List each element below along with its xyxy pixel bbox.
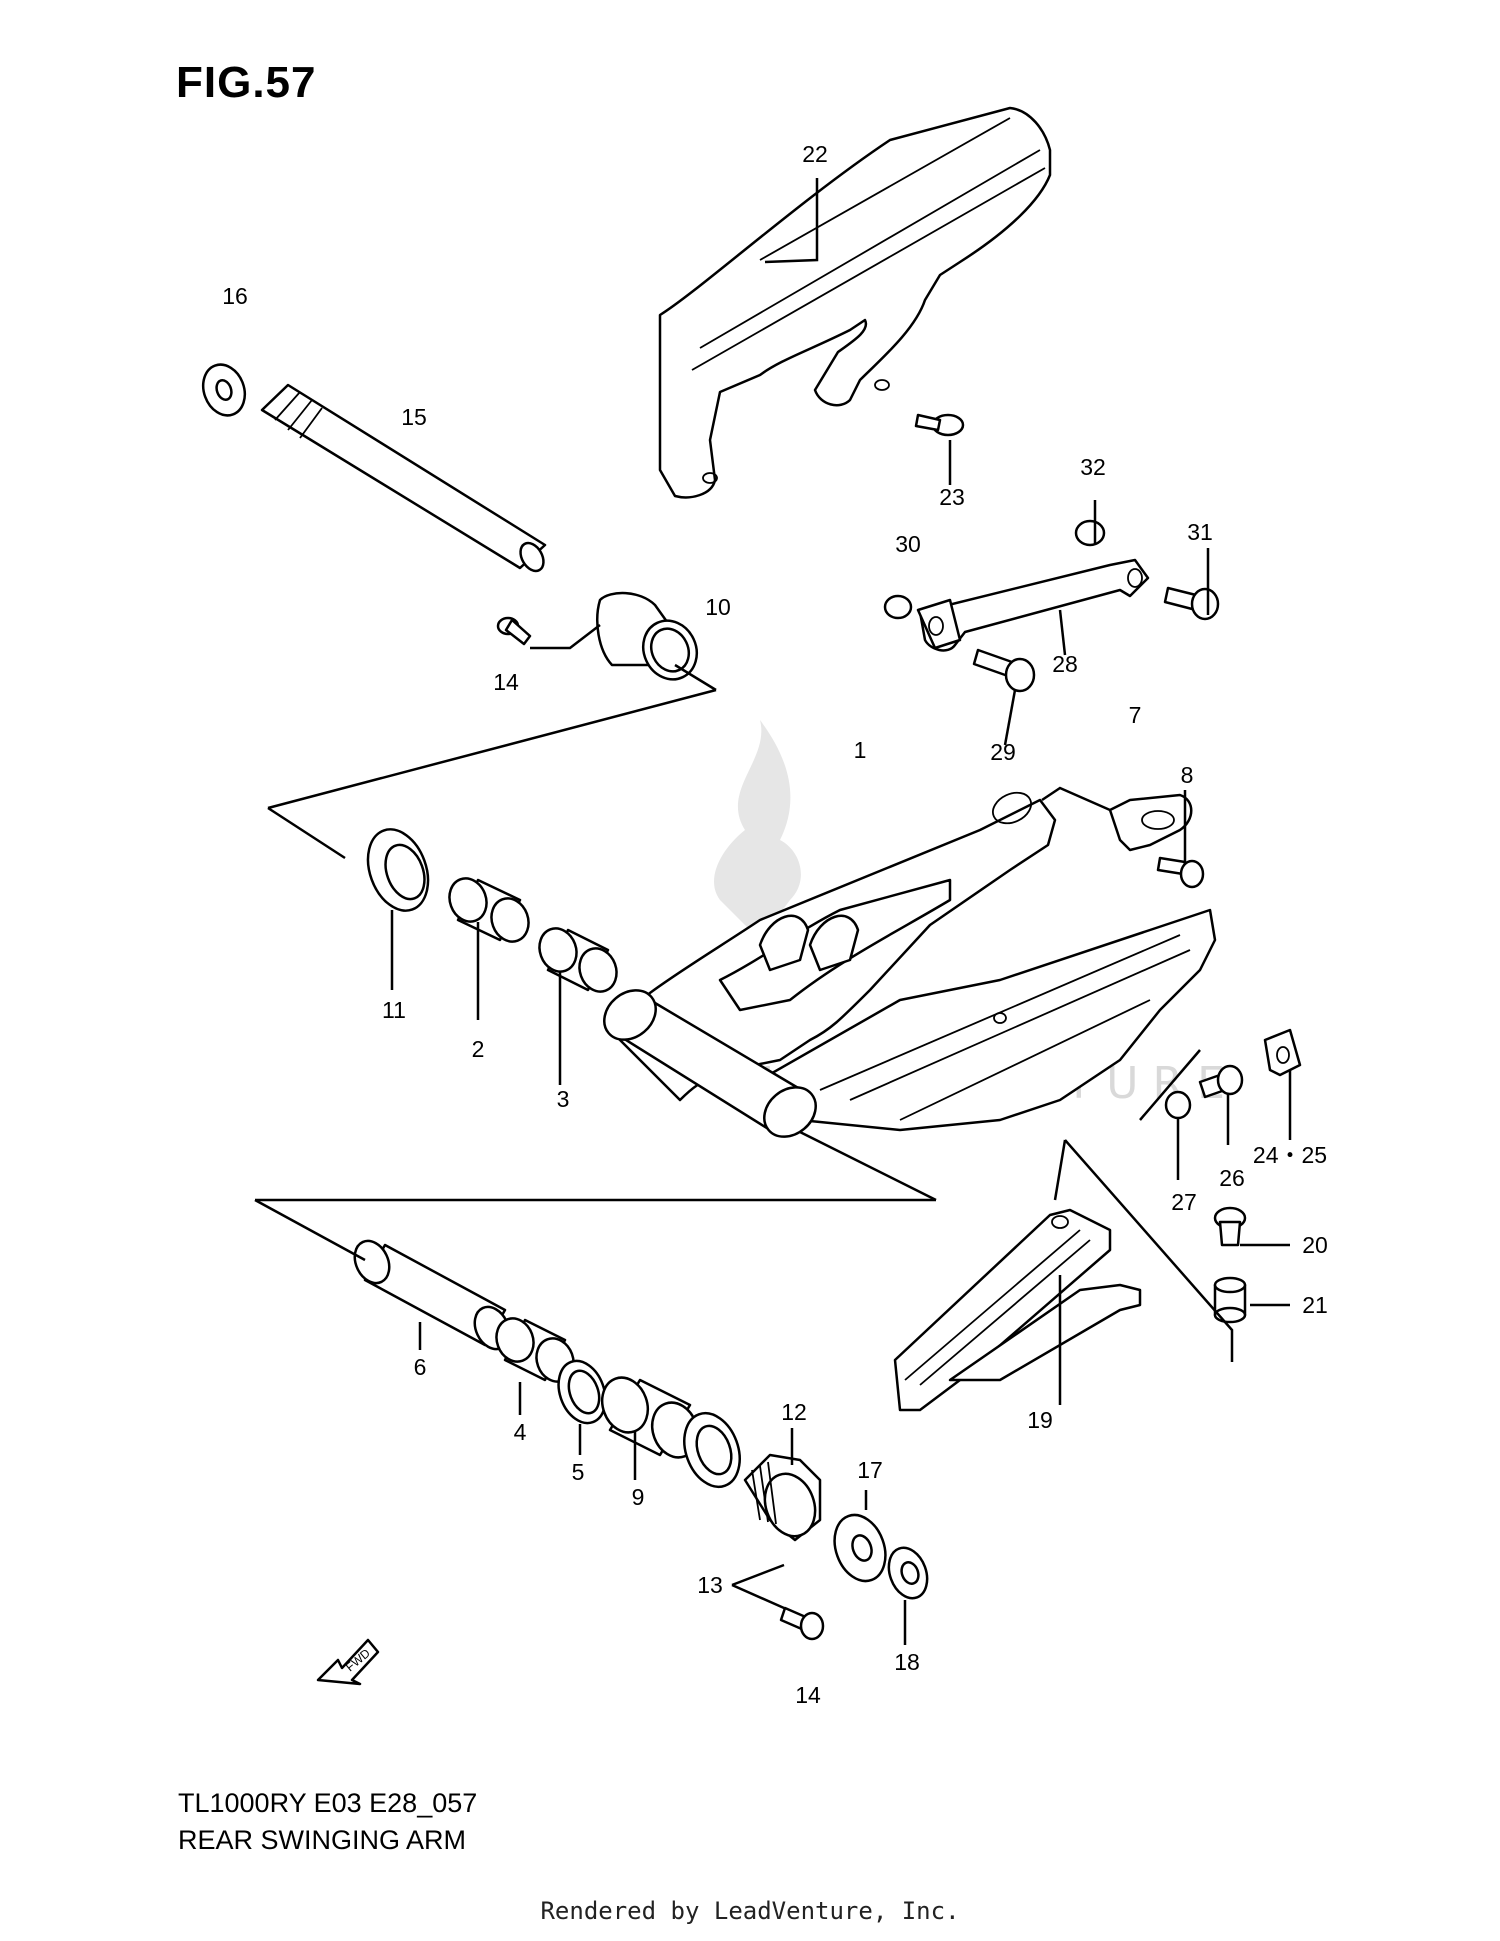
callout-18: 18 (894, 1649, 920, 1675)
spacer-6[interactable] (348, 1235, 516, 1354)
plate-24-25[interactable] (1263, 1028, 1302, 1077)
callout-6: 6 (414, 1354, 427, 1380)
bolt-14-bottom[interactable] (779, 1606, 825, 1641)
callout-8: 8 (1181, 762, 1194, 788)
bolt-8[interactable] (1156, 856, 1205, 889)
callout-28: 28 (1052, 651, 1078, 677)
nut-12[interactable] (743, 1453, 823, 1543)
callout-19: 19 (1027, 1407, 1053, 1433)
callout-14-bottom: 14 (795, 1682, 821, 1708)
fwd-arrow-icon: FWD (316, 1638, 380, 1686)
callout-1: 1 (854, 737, 867, 763)
seal-5[interactable] (550, 1354, 613, 1429)
washer-17[interactable] (826, 1508, 894, 1588)
swing-arm-1[interactable] (594, 787, 1217, 1147)
pivot-shaft-15[interactable] (260, 383, 548, 575)
callout-3: 3 (557, 1086, 570, 1112)
callout-2: 2 (472, 1036, 485, 1062)
screw-23[interactable] (914, 413, 965, 437)
bearing-2[interactable] (444, 873, 535, 947)
washer-18[interactable] (882, 1542, 934, 1603)
callout-4: 4 (514, 1419, 527, 1445)
bolt-31[interactable] (1163, 586, 1220, 621)
bolt-29[interactable] (972, 648, 1036, 693)
callout-13: 13 (697, 1572, 723, 1598)
nut-27[interactable] (1164, 1090, 1192, 1120)
callouts: 22 16 15 23 32 30 31 10 14 28 7 1 29 8 1… (222, 141, 1328, 1708)
bolt-20[interactable] (1213, 1206, 1247, 1247)
chain-slider-19[interactable] (893, 1208, 1142, 1412)
callout-30: 30 (895, 531, 921, 557)
callout-9: 9 (632, 1484, 645, 1510)
figure-title: FIG.57 (176, 58, 317, 107)
nut-32[interactable] (1074, 519, 1106, 547)
callout-7: 7 (1129, 702, 1142, 728)
callout-11: 11 (382, 997, 406, 1023)
callout-20: 20 (1302, 1232, 1328, 1258)
callout-17: 17 (857, 1457, 883, 1483)
bracket-7[interactable] (1108, 793, 1193, 852)
reference-lines (254, 178, 1292, 1645)
callout-14-top: 14 (493, 669, 519, 695)
callout-21: 21 (1302, 1292, 1328, 1318)
seal-11[interactable] (357, 821, 438, 919)
washer-16[interactable] (196, 359, 251, 422)
bearing-3[interactable] (534, 923, 623, 997)
footer-credit: Rendered by LeadVenture, Inc. (540, 1897, 960, 1925)
collar-21[interactable] (1213, 1276, 1247, 1324)
callout-5: 5 (572, 1459, 585, 1485)
collar-9[interactable] (595, 1371, 705, 1464)
torque-link-28[interactable] (916, 558, 1150, 652)
model-code: TL1000RY E03 E28_057 (178, 1788, 478, 1818)
callout-26: 26 (1219, 1165, 1245, 1191)
nut-30[interactable] (883, 594, 913, 620)
callout-22: 22 (802, 141, 828, 167)
adjuster-10[interactable] (596, 591, 706, 688)
bolt-26[interactable] (1198, 1064, 1244, 1099)
callout-32: 32 (1080, 454, 1106, 480)
seal-9b[interactable] (675, 1405, 750, 1494)
diagram-caption: REAR SWINGING ARM (178, 1825, 467, 1855)
callout-31: 31 (1187, 519, 1213, 545)
callout-27: 27 (1171, 1189, 1197, 1215)
callout-15: 15 (401, 404, 427, 430)
callout-12: 12 (781, 1399, 807, 1425)
callout-29: 29 (990, 739, 1016, 765)
callout-24-25: 24・25 (1253, 1142, 1327, 1168)
callout-23: 23 (939, 484, 965, 510)
callout-10: 10 (705, 594, 731, 620)
chain-case[interactable] (658, 106, 1052, 499)
callout-16: 16 (222, 283, 248, 309)
bolt-14-top[interactable] (496, 616, 532, 646)
